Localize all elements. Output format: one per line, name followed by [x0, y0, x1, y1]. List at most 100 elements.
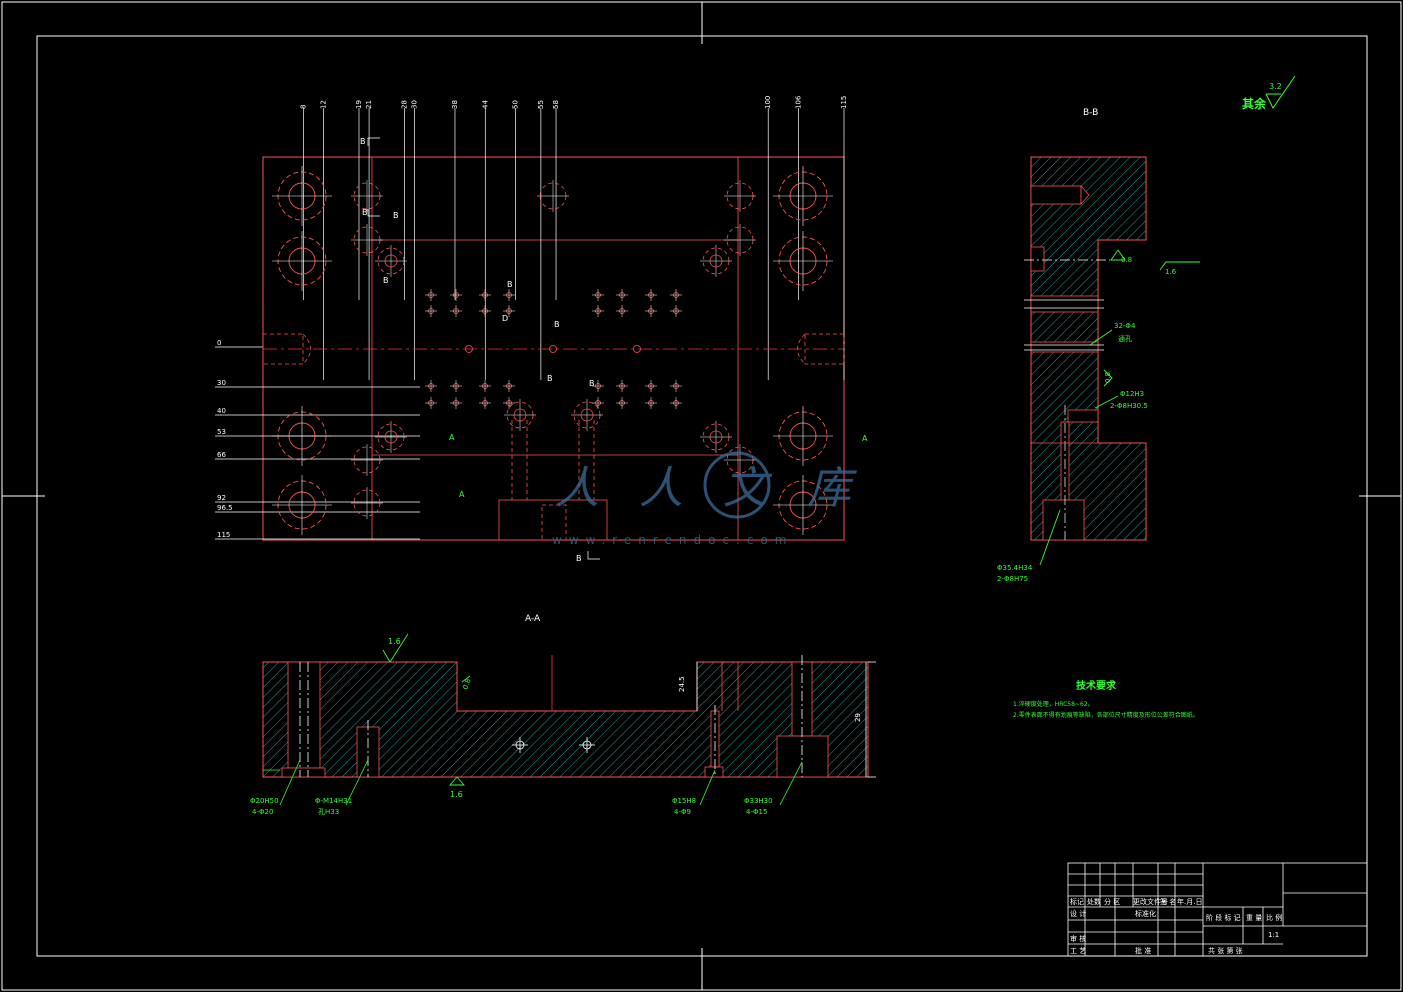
- cut-mark-a2: A: [459, 490, 465, 499]
- watermark-logo: 人人文库: [555, 463, 891, 514]
- cut-mark-b7: B: [547, 374, 553, 383]
- bb-cb2: 2-Φ8H30.5: [1110, 402, 1148, 410]
- tb-scale: 比 例: [1266, 913, 1282, 922]
- cut-mark-b3: B: [393, 211, 399, 220]
- aa-callout-3a: Φ15H8: [672, 797, 696, 805]
- tech-title: 技术要求: [1076, 679, 1117, 692]
- aa-callout-1b: 4-Φ20: [252, 808, 273, 816]
- aa-rough-top: 1.6: [388, 637, 401, 646]
- left-dim-label: 40: [217, 407, 226, 415]
- center-hole: [633, 345, 641, 353]
- cut-mark-b8: B: [589, 379, 595, 388]
- top-dim-label: 38: [451, 100, 459, 109]
- aa-dim-depth: 24.5: [678, 676, 686, 692]
- section-aa-view: A-A 24.5 29: [250, 614, 876, 816]
- watermark: 人人文库 www.renrendoc.com: [552, 451, 891, 547]
- title-block: [1067, 862, 1368, 957]
- aa-callout-2b: 孔H33: [318, 808, 339, 816]
- cut-mark-a1: A: [449, 433, 455, 442]
- tb-standard: 标准化: [1135, 909, 1156, 918]
- top-dim-label: 19: [355, 100, 363, 109]
- bb-rough-2: 1.6: [1165, 268, 1177, 276]
- top-dim-label: 8: [299, 105, 307, 109]
- top-dim-label: 12: [320, 100, 328, 109]
- top-dim-label: 21: [365, 100, 373, 109]
- top-dim-label: 55: [537, 100, 545, 109]
- top-dim-label: 28: [400, 100, 408, 109]
- top-dim-label: 30: [411, 100, 419, 109]
- tb-approve: 批 准: [1135, 946, 1151, 955]
- center-hole: [465, 345, 473, 353]
- aa-dim-height: 29: [854, 713, 862, 722]
- bb-rough-3: 0.8: [1104, 372, 1112, 383]
- tb-h-count: 处数: [1087, 897, 1101, 906]
- left-dim-label: 96.5: [217, 504, 233, 512]
- aa-callout-4a: Φ33H30: [744, 797, 773, 805]
- aa-callout-2a: Φ-M14H31: [315, 797, 352, 805]
- tb-h-mark: 标记: [1070, 897, 1084, 906]
- bb-thread: 32-Φ4: [1114, 322, 1136, 330]
- tb-design: 设 计: [1070, 909, 1086, 918]
- cut-mark-b1: B: [360, 137, 366, 146]
- top-dim-label: 58: [552, 100, 560, 109]
- section-bb-label: B-B: [1083, 108, 1098, 118]
- small-hole: [513, 408, 527, 422]
- bb-thread-note: 通孔: [1118, 334, 1132, 343]
- top-dim-label: 100: [764, 96, 772, 109]
- left-dim-label: 30: [217, 379, 226, 387]
- tb-h-date: 年.月.日: [1177, 897, 1202, 906]
- bb-cb1: Φ12H3: [1120, 390, 1144, 398]
- tb-sheet: 共 张 第 张: [1208, 946, 1243, 955]
- section-aa-label: A-A: [525, 614, 541, 624]
- cut-mark-d1: D: [502, 314, 508, 323]
- bb-rough-1: 0.8: [1121, 256, 1132, 264]
- small-hole: [709, 254, 723, 268]
- roughness-other: 其余 3.2: [1242, 75, 1296, 111]
- top-dim-label: 106: [795, 95, 803, 109]
- top-dim-label: 50: [512, 100, 520, 109]
- aa-callout-3b: 4-Φ9: [674, 808, 691, 816]
- cut-mark-b5: B: [507, 280, 513, 289]
- left-dim-label: 92: [217, 494, 226, 502]
- watermark-url: www.renrendoc.com: [552, 533, 793, 547]
- top-dim-label: 115: [840, 96, 848, 109]
- tb-h-sign: 签 名: [1160, 897, 1176, 906]
- tb-h-docno: 更改文件号: [1133, 897, 1168, 906]
- small-hole: [709, 430, 723, 444]
- tb-review: 审 核: [1070, 934, 1086, 943]
- bb-cb3: Φ35.4H34: [997, 564, 1033, 572]
- aa-callout-4b: 4-Φ15: [746, 808, 767, 816]
- roughness-other-value: 3.2: [1269, 82, 1282, 91]
- technical-requirements: 技术要求 1.淬硬度处理，HRC58~62。 2.零件表面不得有划痕等缺陷，各部…: [1013, 679, 1199, 719]
- cut-mark-b2: B: [362, 208, 368, 217]
- left-dim-label: 0: [217, 339, 221, 347]
- left-dim-label: 53: [217, 428, 226, 436]
- tb-process: 工 艺: [1070, 947, 1086, 955]
- aa-callout-1a: Φ20H50: [250, 797, 279, 805]
- aa-rough-bottom: 1.6: [450, 790, 463, 799]
- tech-line-2: 2.零件表面不得有划痕等缺陷，各部位尺寸精度及形位公差符合图纸。: [1013, 711, 1199, 719]
- top-dim-label: 44: [481, 100, 489, 109]
- left-dim-label: 115: [217, 531, 230, 539]
- cut-mark-a3: A: [862, 434, 868, 443]
- center-hole: [549, 345, 557, 353]
- tb-h-zone: 分 区: [1104, 897, 1120, 906]
- small-hole: [384, 430, 398, 444]
- tech-line-1: 1.淬硬度处理，HRC58~62。: [1013, 700, 1094, 708]
- left-dim-label: 66: [217, 451, 226, 459]
- tb-stage: 阶 段 标 记: [1206, 913, 1241, 922]
- roughness-other-label: 其余: [1242, 96, 1267, 111]
- section-bb-view: B-B 0.8: [997, 108, 1200, 583]
- plan-view: B B B B B D B B B B A A A: [215, 108, 868, 563]
- aa-rough-inner: 0.8: [461, 677, 472, 690]
- small-hole: [580, 408, 594, 422]
- cut-mark-b6: B: [554, 320, 560, 329]
- small-hole: [384, 254, 398, 268]
- cut-mark-b9: B: [576, 554, 582, 563]
- tb-scale-val: 1:1: [1268, 931, 1279, 939]
- tb-weight: 重 量: [1246, 914, 1262, 922]
- cut-mark-b4: B: [383, 276, 389, 285]
- bb-cb4: 2-Φ8H75: [997, 575, 1028, 583]
